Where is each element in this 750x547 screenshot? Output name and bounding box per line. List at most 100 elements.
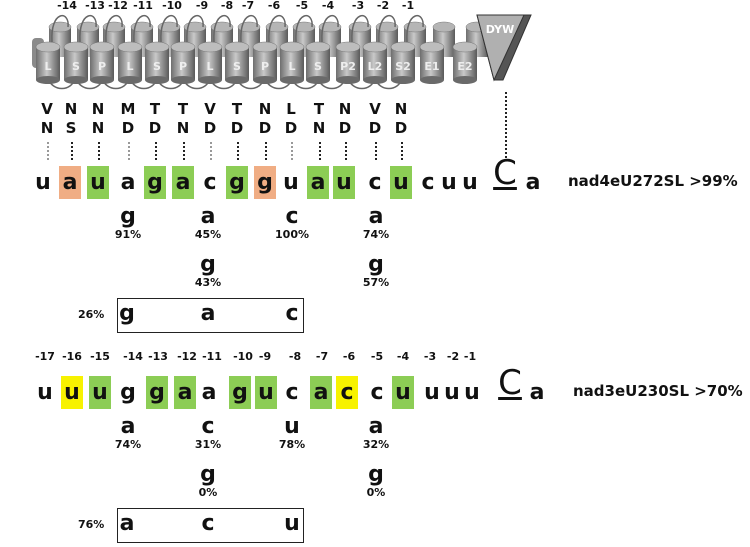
mutant-nucleotide: a: [368, 414, 384, 439]
editing-percent: 100%: [275, 228, 309, 241]
residue-5: T: [177, 100, 189, 118]
residue-6: D: [368, 119, 382, 137]
helix-loop: [406, 14, 424, 43]
dyw-domain: [476, 14, 525, 82]
editing-percent: 74%: [362, 228, 390, 241]
editing-percent: 0%: [198, 486, 218, 499]
helix-back-top: [48, 21, 72, 33]
nucleotide: u: [395, 380, 411, 405]
motif-label: L: [288, 60, 295, 73]
nucleotide: c: [340, 380, 354, 405]
downstream-nucleotide: a: [529, 380, 545, 405]
dyw-label: DYW: [486, 23, 514, 36]
mutant-nucleotide: a: [120, 414, 136, 439]
helix-front-bottom: [420, 76, 444, 84]
position-number: -5: [370, 350, 384, 363]
nucleotide: g: [147, 170, 163, 195]
helix-front: [171, 47, 195, 80]
helix-loop: [268, 14, 286, 43]
nucleotide: g: [232, 380, 248, 405]
helix-loop: [79, 14, 97, 43]
nucleotide: u: [92, 380, 108, 405]
helix-front-bottom: [198, 76, 222, 84]
combined-nucleotide: c: [285, 301, 299, 326]
helix-loop: [186, 14, 204, 43]
motif-label: E2: [457, 60, 472, 73]
helix-front: [90, 47, 114, 80]
highlight-box: [144, 166, 166, 199]
helix-front: [363, 47, 387, 80]
combined-nucleotide: c: [201, 511, 215, 536]
residue-6: D: [230, 119, 244, 137]
position-number: -8: [220, 0, 234, 12]
helix-front-bottom: [336, 76, 360, 84]
highlight-box: [226, 166, 248, 199]
nucleotide: a: [62, 170, 78, 195]
nucleotide: u: [393, 170, 409, 195]
helix-front-top: [35, 41, 61, 53]
highlight-box: [310, 376, 332, 409]
helix-front-bottom: [306, 76, 330, 84]
helix-front-bottom: [391, 76, 415, 84]
nucleotide: a: [310, 170, 326, 195]
highlight-box: [307, 166, 329, 199]
helix-front: [420, 47, 444, 80]
helix-front: [118, 47, 142, 80]
highlight-box: [336, 376, 358, 409]
position-number: -14: [57, 0, 77, 12]
highlight-box: [61, 376, 83, 409]
position-number: -6: [267, 0, 281, 12]
mutant-nucleotide: u: [284, 414, 300, 439]
helix-back-top: [130, 21, 154, 33]
helix-back-top: [292, 21, 316, 33]
helix-loop: [160, 14, 178, 43]
position-number: -14: [123, 350, 143, 363]
highlight-box: [390, 166, 412, 199]
helix-front-bottom: [253, 76, 277, 84]
highlight-box: [392, 376, 414, 409]
editing-percent: 32%: [362, 438, 390, 451]
nucleotide: a: [120, 170, 136, 195]
residue-6: N: [91, 119, 105, 137]
pairing-dots: [71, 142, 73, 160]
motif-label: L2: [368, 60, 383, 73]
mutant-nucleotide: c: [285, 204, 299, 229]
motif-label: E1: [424, 60, 439, 73]
nucleotide: g: [257, 170, 273, 195]
residue-6: N: [312, 119, 326, 137]
highlight-box: [89, 376, 111, 409]
nucleotide: u: [424, 380, 440, 405]
pairing-dots: [47, 142, 49, 160]
editing-percent: 0%: [366, 486, 386, 499]
pairing-dots: [237, 142, 239, 160]
nucleotide: g: [149, 380, 165, 405]
residue-5: N: [64, 100, 78, 118]
nucleotide: a: [313, 380, 329, 405]
nucleotide: u: [444, 380, 460, 405]
position-number: -13: [85, 0, 105, 12]
mutant-nucleotide: a: [368, 204, 384, 229]
combined-percent: 26%: [78, 308, 105, 321]
residue-6: D: [203, 119, 217, 137]
helix-front-bottom: [171, 76, 195, 84]
helix-front-bottom: [36, 76, 60, 84]
residue-6: N: [40, 119, 54, 137]
helix-front-top: [144, 41, 170, 53]
mutant-nucleotide: a: [200, 204, 216, 229]
combined-mutant-box: [117, 508, 304, 543]
editing-percent: 43%: [194, 276, 222, 289]
helix-front: [145, 47, 169, 80]
residue-6: D: [148, 119, 162, 137]
position-number: -1: [401, 0, 415, 12]
helix-front-top: [252, 41, 278, 53]
edited-cytidine: C: [493, 153, 517, 193]
highlight-box: [255, 376, 277, 409]
helix-loop: [51, 14, 69, 43]
residue-6: D: [338, 119, 352, 137]
motif-label: S: [314, 60, 322, 73]
helix-back-top: [432, 21, 456, 33]
helix-back-top: [210, 21, 234, 33]
editing-percent: 91%: [114, 228, 142, 241]
editing-percent: 57%: [362, 276, 390, 289]
residue-5: N: [258, 100, 272, 118]
